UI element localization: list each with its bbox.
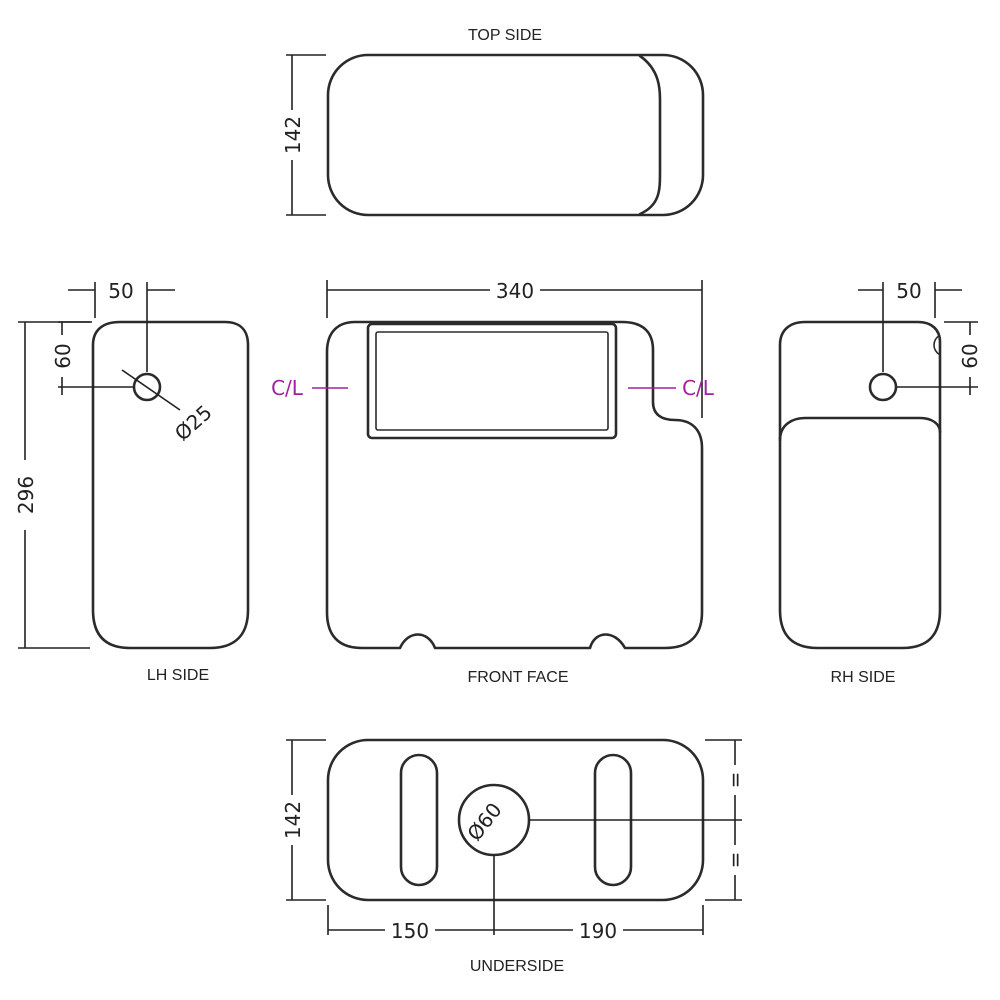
top-side-lid-step bbox=[638, 54, 662, 216]
lh-side-label: LH SIDE bbox=[147, 667, 209, 684]
lh-inlet-offset-dimension: 50 bbox=[108, 279, 133, 303]
outlet-right-offset-dimension: 190 bbox=[579, 919, 617, 943]
underside-label: UNDERSIDE bbox=[470, 958, 564, 975]
underside-depth-dimension: 142 bbox=[281, 801, 305, 839]
front-face-label: FRONT FACE bbox=[467, 669, 568, 686]
rh-side-view: 50 60 RH SIDE bbox=[778, 279, 982, 686]
lh-inlet-diameter-dimension: Ø25 bbox=[170, 400, 217, 445]
rh-side-notch bbox=[933, 334, 941, 356]
overall-width-dimension: 340 bbox=[496, 279, 534, 303]
lh-inlet-drop-dimension: 60 bbox=[51, 343, 75, 368]
underside-slot-left bbox=[399, 753, 439, 887]
rh-inlet-drop-dimension: 60 bbox=[958, 343, 982, 368]
outlet-diameter-dimension: Ø60 bbox=[462, 798, 506, 845]
rh-side-label: RH SIDE bbox=[831, 669, 896, 686]
underside-view: 142 Ø60 = = 150 190 UNDERSIDE bbox=[281, 738, 747, 975]
rh-side-outline bbox=[778, 320, 942, 650]
top-side-view: TOP SIDE 142 bbox=[281, 27, 705, 217]
top-side-outline bbox=[326, 53, 705, 217]
front-face-outline bbox=[325, 320, 704, 650]
rh-side-lid-step bbox=[778, 416, 942, 442]
front-face-view: 340 C/L C/L FRONT FACE bbox=[271, 279, 715, 686]
centerline-right-label: C/L bbox=[682, 376, 715, 400]
top-side-label: TOP SIDE bbox=[468, 27, 542, 44]
equal-split-bottom: = bbox=[723, 852, 747, 869]
overall-height-dimension: 296 bbox=[14, 476, 38, 514]
centerline-left-label: C/L bbox=[271, 376, 304, 400]
lh-side-view: 50 60 Ø25 296 LH SIDE bbox=[14, 279, 250, 684]
rh-inlet-offset-dimension: 50 bbox=[896, 279, 921, 303]
front-face-panel-outer bbox=[366, 322, 618, 440]
front-face-panel-inner bbox=[375, 331, 609, 431]
outlet-left-offset-dimension: 150 bbox=[391, 919, 429, 943]
top-depth-dimension: 142 bbox=[281, 116, 305, 154]
rh-inlet-hole bbox=[868, 372, 898, 402]
equal-split-top: = bbox=[723, 772, 747, 789]
lh-side-outline bbox=[91, 320, 250, 650]
